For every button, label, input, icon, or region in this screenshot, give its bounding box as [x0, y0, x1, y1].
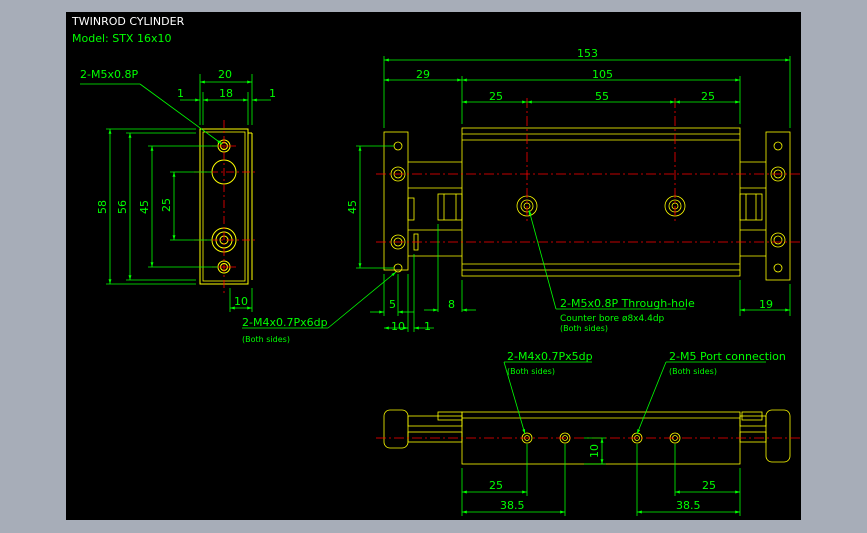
side-callout: 2-M5x0.8P: [80, 68, 138, 81]
dim-10-bottom: 10: [588, 444, 601, 458]
dim-25-a: 25: [489, 90, 503, 103]
front-view: [383, 127, 791, 281]
dim-25-b: 25: [701, 90, 715, 103]
dim-45: 45: [138, 200, 151, 214]
dim-25-bottom-right: 25: [702, 479, 716, 492]
dim-58: 58: [96, 200, 109, 214]
model-label: Model: STX 16x10: [72, 32, 171, 45]
bottom-left-note: (Both sides): [507, 367, 555, 376]
thread-callout: 2-M4x0.7Px6dp: [242, 316, 328, 329]
bottom-view-dim-labels: 2-M4x0.7Px5dp (Both sides) 2-M5 Port con…: [489, 350, 786, 512]
dim-5: 5: [389, 298, 396, 311]
drawing-sheet: TWINROD CYLINDER Model: STX 16x10: [66, 12, 801, 520]
dim-105: 105: [592, 68, 613, 81]
dim-right-1: 1: [269, 87, 276, 100]
bottom-view-dimensions: [461, 361, 766, 516]
front-view-centerlines: [376, 98, 801, 243]
dim-38-right: 38.5: [676, 499, 701, 512]
dim-45-front: 45: [346, 200, 359, 214]
thread-callout-note: (Both sides): [242, 335, 290, 344]
bore-callout: Counter bore ø8x4.4dp: [560, 314, 665, 324]
dim-29: 29: [416, 68, 430, 81]
dim-1-front: 1: [424, 320, 431, 333]
dim-19: 19: [759, 298, 773, 311]
dim-25-bottom-left: 25: [489, 479, 503, 492]
bottom-right-note: (Both sides): [669, 367, 717, 376]
dim-56: 56: [116, 200, 129, 214]
bottom-view: [383, 409, 791, 465]
side-view: [194, 120, 256, 295]
dim-153: 153: [577, 47, 598, 60]
bottom-left-callout: 2-M4x0.7Px5dp: [507, 350, 593, 363]
dim-18: 18: [219, 87, 233, 100]
dim-left-1: 1: [177, 87, 184, 100]
side-view-dim-labels: 2-M5x0.8P 20 18 1 1 58 56 45 25 10: [80, 68, 276, 308]
dim-20: 20: [218, 68, 232, 81]
dim-25: 25: [160, 198, 173, 212]
dim-8: 8: [448, 298, 455, 311]
bottom-right-callout: 2-M5 Port connection: [669, 350, 786, 363]
hole-callout-note: (Both sides): [560, 324, 608, 333]
drawing-title: TWINROD CYLINDER: [71, 15, 185, 28]
side-view-dimensions: [80, 74, 271, 312]
front-view-dimensions: [242, 56, 791, 332]
front-view-dim-labels: 153 29 105 25 55 25 45 5 8 10 1 19 2-M4x…: [242, 47, 773, 344]
dim-10: 10: [234, 295, 248, 308]
cad-drawing: TWINROD CYLINDER Model: STX 16x10: [71, 15, 801, 516]
hole-callout: 2-M5x0.8P Through-hole: [560, 297, 695, 310]
dim-10-front: 10: [391, 320, 405, 333]
dim-55: 55: [595, 90, 609, 103]
dim-38-left: 38.5: [500, 499, 525, 512]
